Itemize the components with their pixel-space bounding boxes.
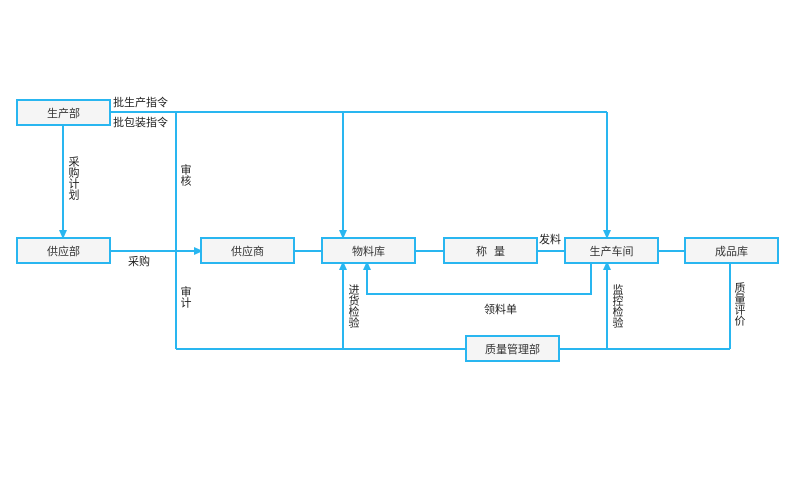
label-review: 审核 bbox=[179, 164, 192, 186]
node-workshop[interactable]: 生产车间 bbox=[564, 237, 659, 264]
label-purchase: 采购 bbox=[128, 255, 150, 268]
label-quality-evaluation: 质量评价 bbox=[733, 282, 746, 326]
label-dispatch: 发料 bbox=[539, 233, 561, 246]
label-requisition: 领料单 bbox=[484, 303, 517, 316]
node-warehouse[interactable]: 物料库 bbox=[321, 237, 416, 264]
label-batch-packaging-order: 批包装指令 bbox=[113, 116, 168, 129]
edge-requisition-loop bbox=[363, 261, 592, 295]
label-incoming-inspection: 进货检验 bbox=[347, 284, 360, 328]
label-monitoring-inspection: 监控检验 bbox=[611, 284, 624, 328]
node-weighing[interactable]: 称 量 bbox=[443, 237, 538, 264]
node-supply[interactable]: 供应部 bbox=[16, 237, 111, 264]
label-purchase-plan: 采购计划 bbox=[67, 156, 80, 200]
node-supplier[interactable]: 供应商 bbox=[200, 237, 295, 264]
node-production[interactable]: 生产部 bbox=[16, 99, 111, 126]
node-finished[interactable]: 成品库 bbox=[684, 237, 779, 264]
label-batch-production-order: 批生产指令 bbox=[113, 96, 168, 109]
label-audit: 审计 bbox=[179, 286, 192, 308]
node-quality[interactable]: 质量管理部 bbox=[465, 335, 560, 362]
